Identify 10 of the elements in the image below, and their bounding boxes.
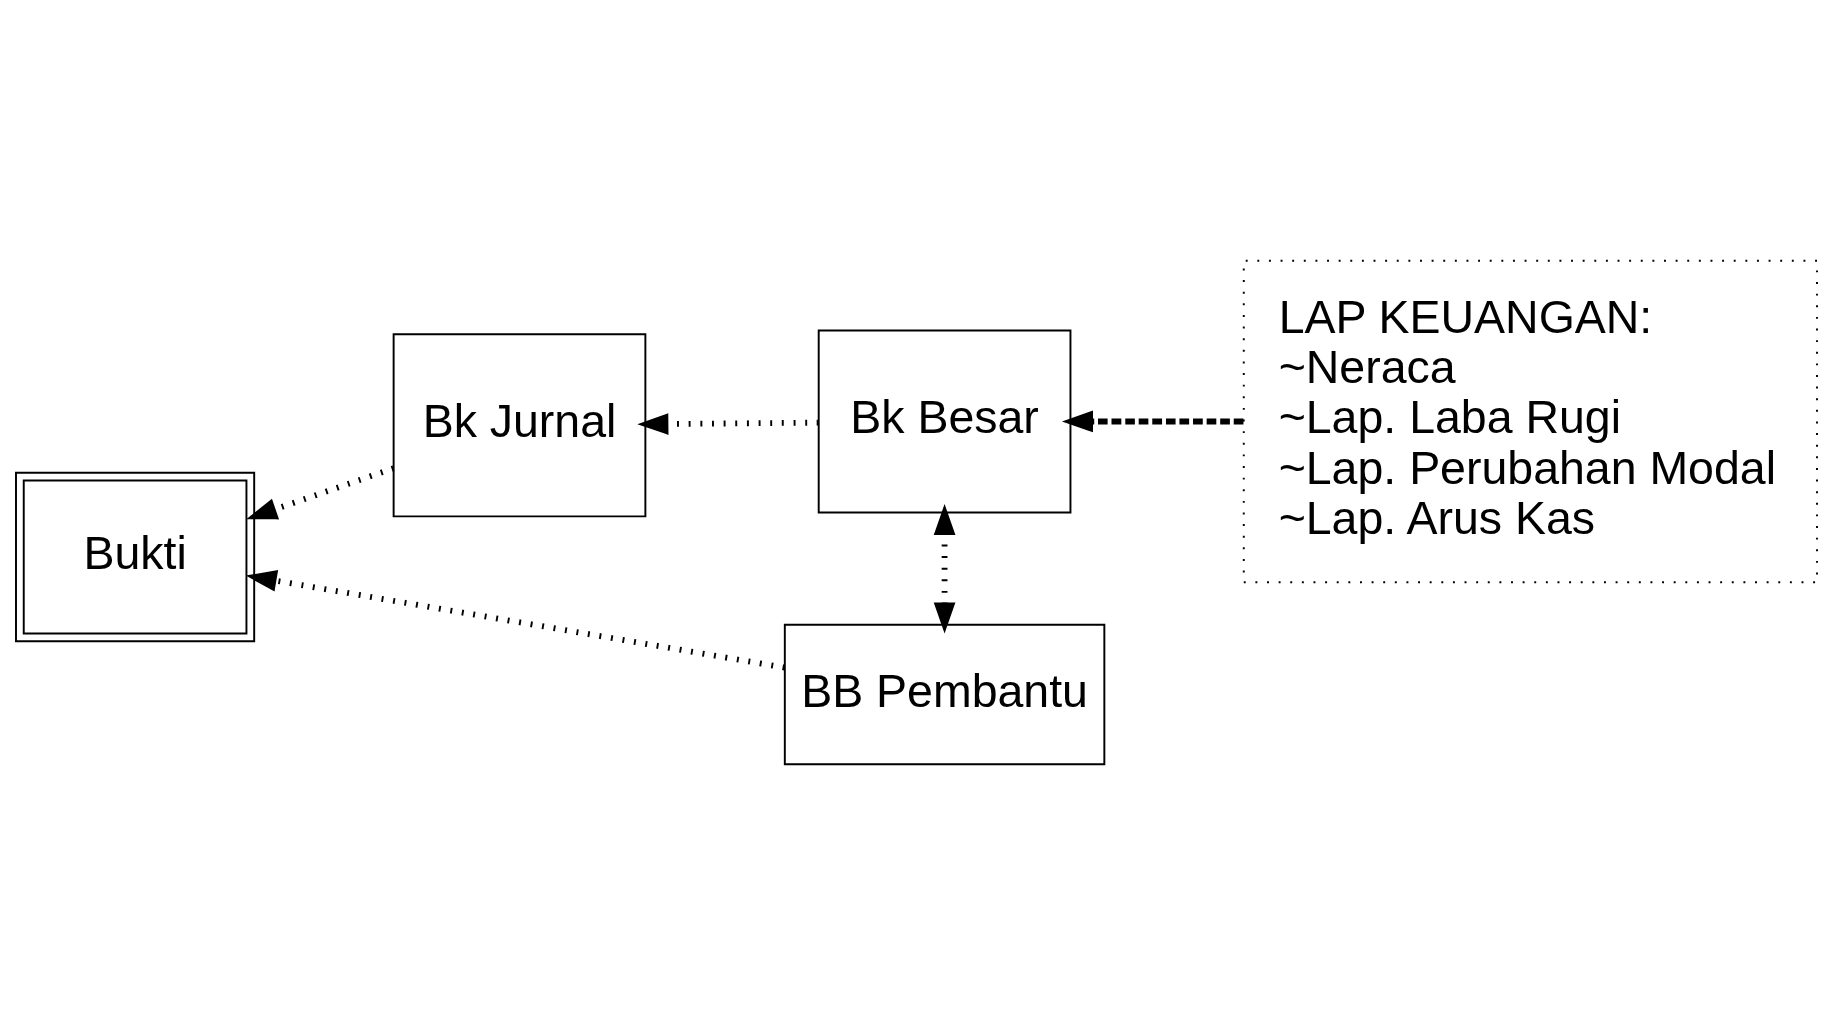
arrow: [933, 503, 956, 634]
arrow: [246, 465, 395, 520]
arrow: [1061, 410, 1244, 433]
arrow: [637, 413, 819, 435]
node-box: Bukti: [15, 471, 256, 643]
node-box: Bk Jurnal: [392, 333, 647, 518]
node-box: LAP KEUANGAN: ~Neraca ~Lap. Laba Rugi ~Lap. Perubahan Modal ~Lap. Arus Kas: [1242, 259, 1818, 584]
node-box: BB Pembantu: [783, 623, 1106, 766]
node-box: Bk Besar: [817, 329, 1072, 514]
arrow: [245, 570, 785, 671]
